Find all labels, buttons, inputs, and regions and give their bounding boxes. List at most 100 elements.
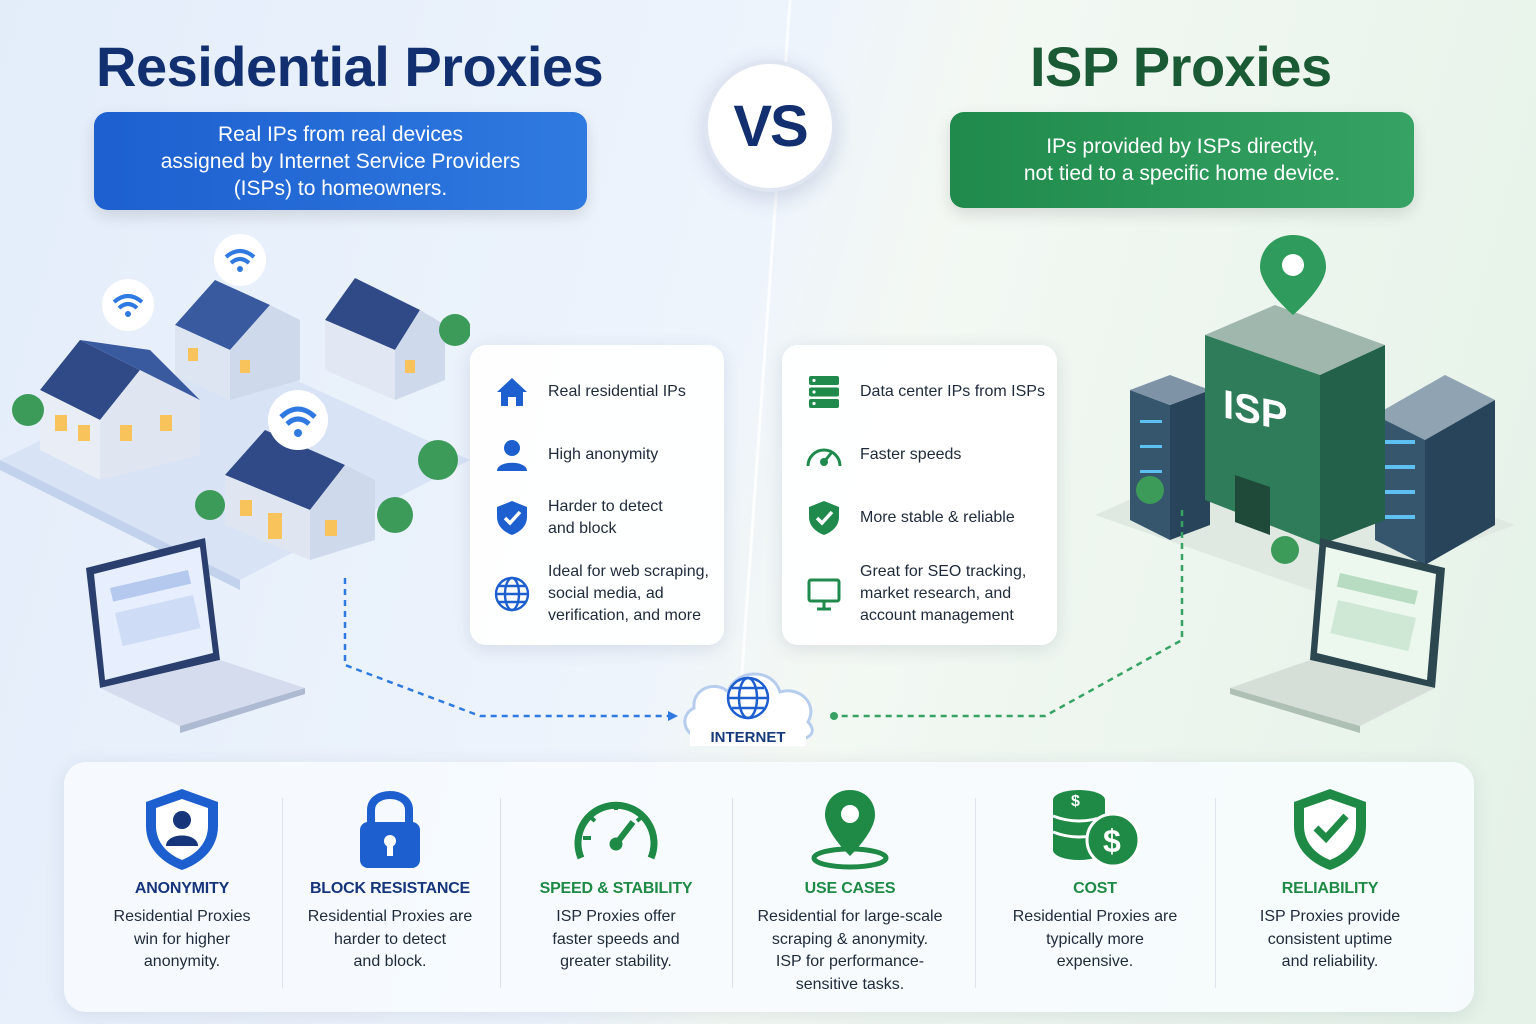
feature-item: High anonymity (492, 435, 658, 475)
comparison-heading: BLOCK RESISTANCE (309, 880, 471, 897)
comparison-text: anonymity. (143, 953, 221, 970)
feature-text: and block (548, 520, 617, 537)
comparison-heading: COST (1073, 880, 1117, 897)
comparison-text: faster speeds and (552, 930, 680, 948)
feature-text: market research, and (860, 585, 1012, 602)
column-divider (282, 798, 283, 988)
house-illustration (40, 340, 200, 480)
feature-text: Faster speeds (860, 446, 962, 463)
comparison-speed-stability: SPEED & STABILITY ISP Proxies offer fast… (526, 784, 706, 974)
comparison-heading: ANONYMITY (134, 880, 230, 897)
isp-laptop-icon (1230, 538, 1445, 733)
house-icon (492, 372, 532, 412)
houses-illustration (0, 234, 470, 590)
monitor-icon (804, 574, 844, 614)
comparison-panel (64, 762, 1474, 1012)
globe-icon (492, 574, 532, 614)
feature-item: Faster speeds (804, 435, 961, 475)
tree-icon (418, 440, 458, 480)
svg-text:$: $ (1103, 823, 1121, 859)
feature-item: Harder to detect and block (492, 496, 663, 540)
comparison-text: greater stability. (560, 953, 672, 970)
internet-cloud-icon (683, 672, 814, 741)
feature-text: More stable & reliable (860, 509, 1015, 526)
subtitle-line: assigned by Internet Service Providers (160, 149, 521, 173)
location-pin-icon (745, 784, 955, 874)
comparison-use-cases: USE CASES Residential for large-scale sc… (745, 784, 955, 996)
comparison-text: ISP Proxies offer (556, 908, 676, 925)
residential-laptop-icon (86, 538, 305, 733)
comparison-text: sensitive tasks. (795, 975, 905, 993)
isp-building-illustration: ISP (1095, 235, 1515, 595)
comparison-heading: USE CASES (804, 880, 896, 897)
column-divider (1215, 798, 1216, 988)
house-illustration (175, 280, 300, 400)
subtitle-line: Real IPs from real devices (217, 122, 464, 146)
tree-icon (377, 497, 413, 533)
feature-text: Harder to detect (548, 498, 663, 515)
comparison-text: consistent uptime (1267, 930, 1393, 948)
house-illustration (325, 278, 445, 400)
column-divider (500, 798, 501, 988)
tree-icon (195, 490, 225, 520)
shield-check-icon (1240, 784, 1420, 874)
svg-text:$: $ (1071, 793, 1080, 810)
coins-dollar-icon: $$ (995, 784, 1195, 874)
wifi-icon (102, 279, 154, 331)
speedometer-icon (804, 435, 844, 475)
tree-icon (1136, 476, 1164, 504)
padlock-icon (295, 784, 485, 874)
subtitle-line: (ISPs) to homeowners. (233, 176, 448, 200)
comparison-text: Residential Proxies are (1012, 908, 1178, 925)
feature-text: Data center IPs from ISPs (860, 383, 1045, 400)
wifi-icon (214, 234, 266, 286)
feature-text: Great for SEO tracking, (860, 563, 1027, 580)
internet-label: INTERNET (690, 729, 806, 746)
tree-icon (439, 314, 470, 346)
residential-subtitle: Real IPs from real devices assigned by I… (94, 112, 587, 210)
location-pin-icon (1260, 235, 1326, 315)
tree-icon (1271, 536, 1299, 564)
tree-icon (12, 394, 44, 426)
isp-title: ISP Proxies (1030, 35, 1332, 98)
comparison-reliability: RELIABILITY ISP Proxies provide consiste… (1240, 784, 1420, 974)
comparison-text: Residential Proxies (113, 908, 251, 925)
feature-text: Real residential IPs (548, 383, 686, 400)
comparison-text: win for higher (133, 930, 231, 948)
feature-text: account management (860, 607, 1014, 624)
feature-item: Data center IPs from ISPs (804, 372, 1045, 412)
shield-user-icon (92, 784, 272, 874)
shield-check-icon (492, 498, 532, 538)
comparison-text: expensive. (1056, 953, 1134, 970)
comparison-text: scraping & anonymity. (771, 930, 929, 948)
subtitle-line: IPs provided by ISPs directly, (1046, 135, 1318, 158)
house-illustration (225, 430, 375, 560)
comparison-heading: RELIABILITY (1281, 880, 1379, 897)
feature-item: Ideal for web scraping, social media, ad… (492, 561, 709, 627)
speedometer-icon (526, 784, 706, 874)
feature-item: Real residential IPs (492, 372, 686, 412)
comparison-text: harder to detect (333, 930, 447, 948)
comparison-text: Residential for large-scale (757, 908, 943, 925)
server-icon (804, 372, 844, 412)
comparison-block-resistance: BLOCK RESISTANCE Residential Proxies are… (295, 784, 485, 974)
comparison-text: ISP for performance- (775, 953, 925, 970)
vs-badge: VS (704, 60, 836, 192)
comparison-text: and block. (353, 953, 427, 970)
feature-text: Ideal for web scraping, (548, 563, 709, 580)
wifi-icon (268, 390, 328, 450)
feature-text: verification, and more (548, 607, 701, 624)
column-divider (975, 798, 976, 988)
comparison-text: ISP Proxies provide (1259, 908, 1401, 925)
comparison-anonymity: ANONYMITY Residential Proxies win for hi… (92, 784, 272, 974)
isp-subtitle: IPs provided by ISPs directly, not tied … (950, 112, 1414, 208)
comparison-text: and reliability. (1281, 953, 1379, 970)
comparison-cost: $$ COST Residential Proxies are typicall… (995, 784, 1195, 974)
feature-text: High anonymity (548, 446, 659, 463)
shield-check-icon (804, 498, 844, 538)
user-icon (492, 435, 532, 475)
feature-text: social media, ad (548, 585, 664, 602)
feature-item: More stable & reliable (804, 498, 1015, 538)
residential-title: Residential Proxies (96, 35, 604, 98)
